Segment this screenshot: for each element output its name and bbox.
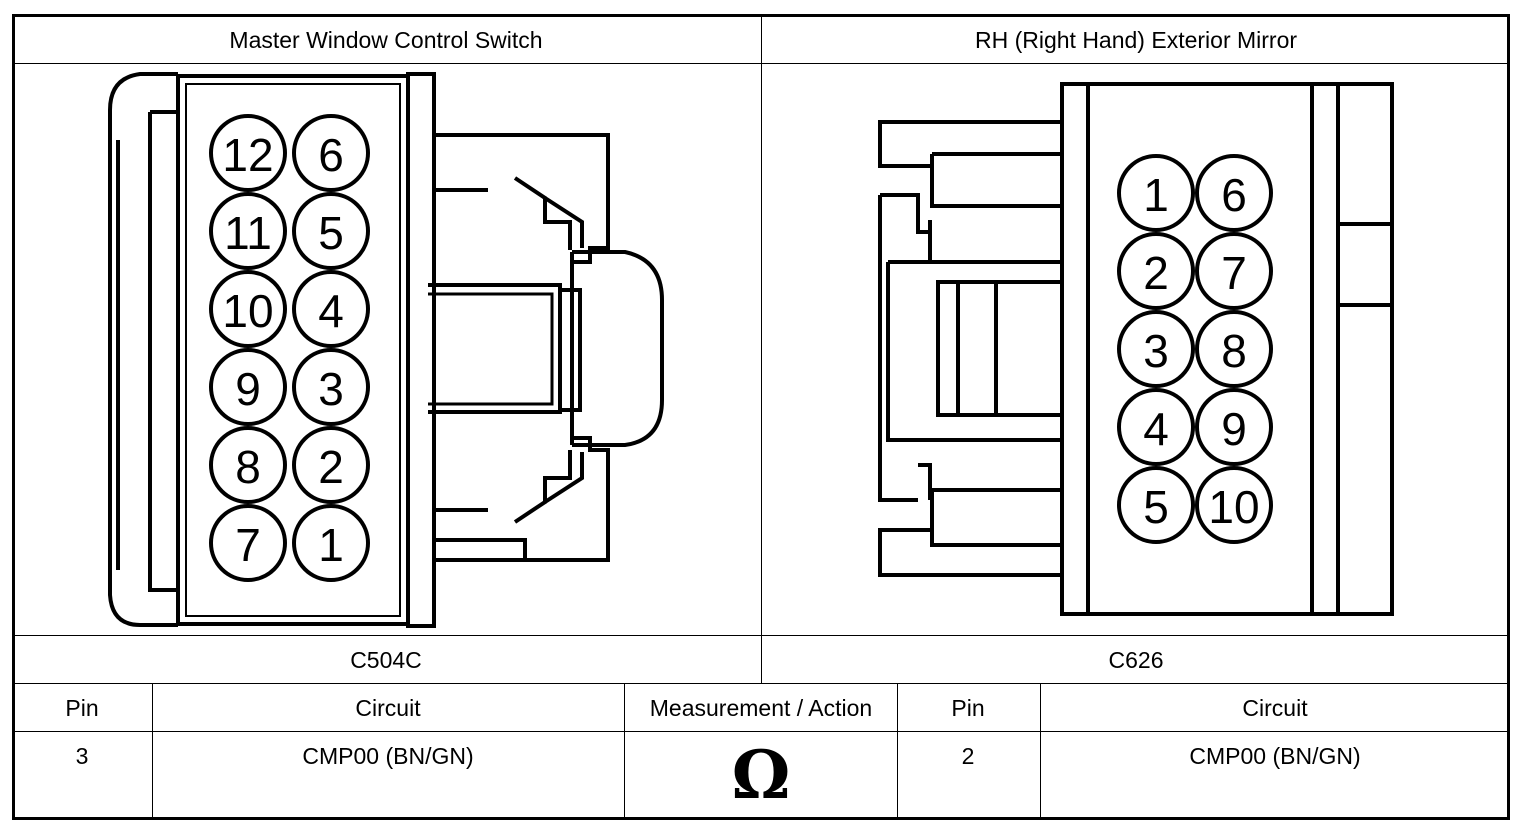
pin-circle bbox=[1117, 232, 1195, 310]
pin-number: 6 bbox=[1221, 169, 1247, 221]
pin-number: 6 bbox=[318, 129, 344, 181]
pin-number: 5 bbox=[1143, 481, 1169, 533]
pin-circle bbox=[209, 114, 287, 192]
pin-number: 10 bbox=[1208, 481, 1259, 533]
pin-circle bbox=[209, 348, 287, 426]
pin-number: 7 bbox=[1221, 247, 1247, 299]
pin-circle bbox=[1195, 388, 1273, 466]
pin-7: 7 bbox=[209, 504, 287, 582]
pin-circle bbox=[1117, 154, 1195, 232]
pin-number: 3 bbox=[1143, 325, 1169, 377]
pin-circle bbox=[292, 426, 370, 504]
left-connector-drawing: 12 6 11 5 10 4 9 3 8 2 7 1 bbox=[108, 72, 664, 628]
pin-number: 9 bbox=[235, 363, 261, 415]
right-connector-title: RH (Right Hand) Exterior Mirror bbox=[974, 27, 1298, 53]
pin-circle bbox=[292, 348, 370, 426]
pin-8: 8 bbox=[209, 426, 287, 504]
pin-2: 2 bbox=[292, 426, 370, 504]
pin-7: 7 bbox=[1195, 232, 1273, 310]
table-col-divider-4 bbox=[1040, 683, 1041, 820]
pin-circle bbox=[209, 504, 287, 582]
pin-4: 4 bbox=[292, 270, 370, 348]
pin-number: 4 bbox=[1143, 403, 1169, 455]
pin-circle bbox=[1195, 154, 1273, 232]
pin-circle bbox=[292, 192, 370, 270]
pin-4: 4 bbox=[1117, 388, 1195, 466]
pin-number: 4 bbox=[318, 285, 344, 337]
pin-10: 10 bbox=[1195, 466, 1273, 544]
row-circuit-right: CMP00 (BN/GN) bbox=[1189, 743, 1361, 769]
pin-11: 11 bbox=[209, 192, 287, 270]
pin-2: 2 bbox=[1117, 232, 1195, 310]
left-connector-title: Master Window Control Switch bbox=[229, 27, 543, 53]
row-pin-left: 3 bbox=[75, 743, 89, 769]
table-col-divider-2 bbox=[624, 683, 625, 820]
pin-6: 6 bbox=[292, 114, 370, 192]
col-header-pin-left: Pin bbox=[65, 695, 99, 721]
pin-number: 2 bbox=[318, 441, 344, 493]
pin-5: 5 bbox=[292, 192, 370, 270]
pin-circle bbox=[292, 504, 370, 582]
pin-8: 8 bbox=[1195, 310, 1273, 388]
pin-1: 1 bbox=[1117, 154, 1195, 232]
pin-12: 12 bbox=[209, 114, 287, 192]
pin-circle bbox=[209, 192, 287, 270]
pin-circle bbox=[1195, 310, 1273, 388]
pin-circle bbox=[1117, 388, 1195, 466]
row-pin-right: 2 bbox=[961, 743, 975, 769]
pin-number: 2 bbox=[1143, 247, 1169, 299]
pin-9: 9 bbox=[1195, 388, 1273, 466]
pin-circle bbox=[209, 426, 287, 504]
pin-number: 8 bbox=[1221, 325, 1247, 377]
pin-number: 11 bbox=[224, 207, 272, 259]
col-header-measurement: Measurement / Action bbox=[649, 695, 873, 721]
left-connector-id: C504C bbox=[350, 647, 422, 673]
col-header-circuit-left: Circuit bbox=[355, 695, 421, 721]
right-connector-id: C626 bbox=[1108, 647, 1164, 673]
col-header-circuit-right: Circuit bbox=[1242, 695, 1308, 721]
row-circuit-left: CMP00 (BN/GN) bbox=[302, 743, 474, 769]
pin-5: 5 bbox=[1117, 466, 1195, 544]
pin-circle bbox=[1117, 466, 1195, 544]
pin-circle bbox=[1195, 466, 1273, 544]
pin-1: 1 bbox=[292, 504, 370, 582]
left-pin-grid: 12 6 11 5 10 4 9 3 8 2 7 1 bbox=[209, 114, 370, 582]
pin-number: 1 bbox=[1143, 169, 1169, 221]
pin-10: 10 bbox=[209, 270, 287, 348]
pin-number: 9 bbox=[1221, 403, 1247, 455]
pin-3: 3 bbox=[292, 348, 370, 426]
pin-9: 9 bbox=[209, 348, 287, 426]
pin-circle bbox=[1117, 310, 1195, 388]
ohm-measurement-symbol: Ω bbox=[731, 736, 791, 814]
pin-number: 1 bbox=[318, 519, 344, 571]
pin-number: 7 bbox=[235, 519, 261, 571]
center-divider bbox=[761, 14, 762, 684]
table-col-divider-1 bbox=[152, 683, 153, 820]
pin-circle bbox=[292, 270, 370, 348]
pin-number: 10 bbox=[222, 285, 273, 337]
pin-number: 8 bbox=[235, 441, 261, 493]
pin-6: 6 bbox=[1195, 154, 1273, 232]
table-header-divider bbox=[12, 731, 1510, 732]
pin-number: 12 bbox=[222, 129, 273, 181]
pin-circle bbox=[1195, 232, 1273, 310]
table-col-divider-3 bbox=[897, 683, 898, 820]
col-header-pin-right: Pin bbox=[951, 695, 985, 721]
pin-number: 3 bbox=[318, 363, 344, 415]
pin-3: 3 bbox=[1117, 310, 1195, 388]
pin-number: 5 bbox=[318, 207, 344, 259]
pin-circle bbox=[292, 114, 370, 192]
pin-circle bbox=[209, 270, 287, 348]
